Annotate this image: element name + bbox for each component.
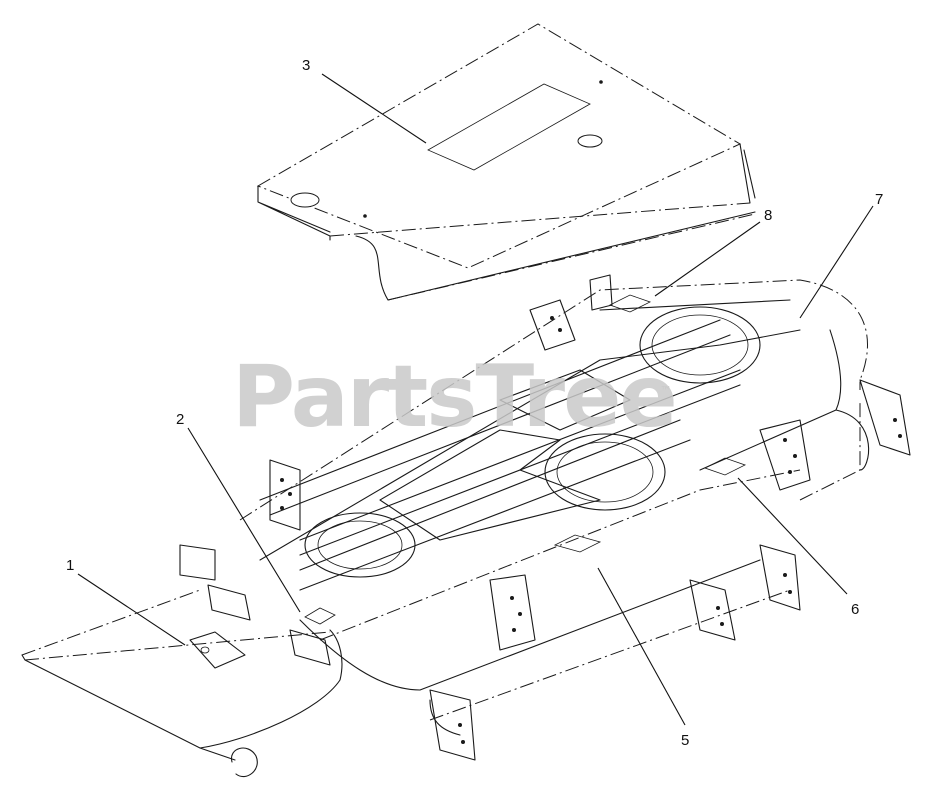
blade-housing-center <box>544 433 666 511</box>
decal-5 <box>553 534 602 553</box>
watermark-trademark: ™ <box>660 384 672 398</box>
decal-2 <box>304 607 336 625</box>
blade-housing-right <box>639 306 761 384</box>
callout-8: 8 <box>764 207 772 224</box>
round-hole <box>577 134 603 148</box>
callout-1: 1 <box>66 557 74 574</box>
callout-3: 3 <box>302 57 310 74</box>
leader-5 <box>597 567 686 726</box>
decal-8 <box>608 294 652 313</box>
leader-2 <box>187 427 301 613</box>
part-1-chute-plate <box>21 584 343 778</box>
mower-deck <box>239 279 870 736</box>
blade-housing-left <box>304 512 416 578</box>
callout-2: 2 <box>176 411 184 428</box>
leader-6 <box>737 477 848 595</box>
callout-6: 6 <box>851 601 859 618</box>
callouts: 1 2 3 5 6 7 8 <box>66 57 883 749</box>
leader-3 <box>321 73 427 144</box>
slot-hole <box>290 192 320 208</box>
mounting-brackets <box>179 274 911 761</box>
chute-hinge-bracket <box>189 631 246 669</box>
part-3-cover-plate <box>256 23 756 301</box>
watermark: PartsTree ™ <box>232 347 678 447</box>
leader-1 <box>77 573 186 646</box>
leader-8 <box>654 221 761 297</box>
decal-6 <box>703 457 747 476</box>
callout-5: 5 <box>681 732 689 749</box>
leader-7 <box>799 205 874 319</box>
callout-7: 7 <box>875 191 883 208</box>
watermark-text: PartsTree <box>232 347 676 447</box>
